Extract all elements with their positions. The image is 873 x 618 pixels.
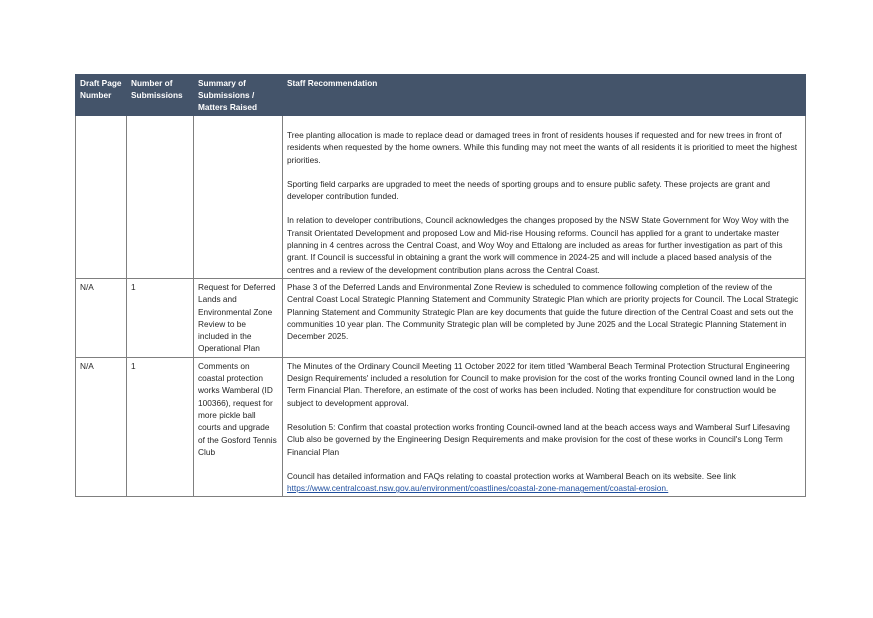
table-header-row: Draft Page Number Number of Submissions … <box>75 74 806 116</box>
cell-submission-count: 1 <box>126 356 194 498</box>
recommendation-paragraph: Resolution 5: Confirm that coastal prote… <box>287 421 790 457</box>
cell-page-number: N/A <box>75 277 127 358</box>
cell-submission-count: 1 <box>126 277 194 358</box>
cell-summary: Request for Deferred Lands and Environme… <box>193 277 283 358</box>
table-row: N/A 1 Comments on coastal protection wor… <box>75 356 806 498</box>
cell-summary <box>193 115 283 279</box>
cell-page-number <box>75 115 127 279</box>
header-number-of-submissions: Number of Submissions <box>126 74 194 116</box>
table-row: Tree planting allocation is made to repl… <box>75 115 806 279</box>
recommendation-paragraph: Council has detailed information and FAQ… <box>287 470 801 495</box>
header-draft-page-number: Draft Page Number <box>75 74 127 116</box>
recommendation-paragraph: Phase 3 of the Deferred Lands and Enviro… <box>287 281 799 342</box>
recommendation-paragraph: Sporting field carparks are upgraded to … <box>287 178 771 202</box>
header-summary-of-submissions: Summary of Submissions / Matters Raised <box>193 74 283 116</box>
cell-recommendation: Phase 3 of the Deferred Lands and Enviro… <box>282 277 806 358</box>
cell-page-number: N/A <box>75 356 127 498</box>
recommendation-paragraph: The Minutes of the Ordinary Council Meet… <box>287 360 795 408</box>
cell-recommendation: Tree planting allocation is made to repl… <box>282 115 806 279</box>
cell-submission-count <box>126 115 194 279</box>
table-row: N/A 1 Request for Deferred Lands and Env… <box>75 277 806 358</box>
link-intro-text: Council has detailed information and FAQ… <box>287 470 736 481</box>
recommendation-paragraph: Tree planting allocation is made to repl… <box>287 130 798 165</box>
recommendation-paragraph: In relation to developer contributions, … <box>287 215 789 275</box>
submissions-table: Draft Page Number Number of Submissions … <box>75 74 806 498</box>
cell-recommendation: The Minutes of the Ordinary Council Meet… <box>282 356 806 498</box>
coastal-erosion-link[interactable]: https://www.centralcoast.nsw.gov.au/envi… <box>287 483 669 494</box>
header-staff-recommendation: Staff Recommendation <box>282 74 806 116</box>
cell-summary: Comments on coastal protection works Wam… <box>193 356 283 498</box>
